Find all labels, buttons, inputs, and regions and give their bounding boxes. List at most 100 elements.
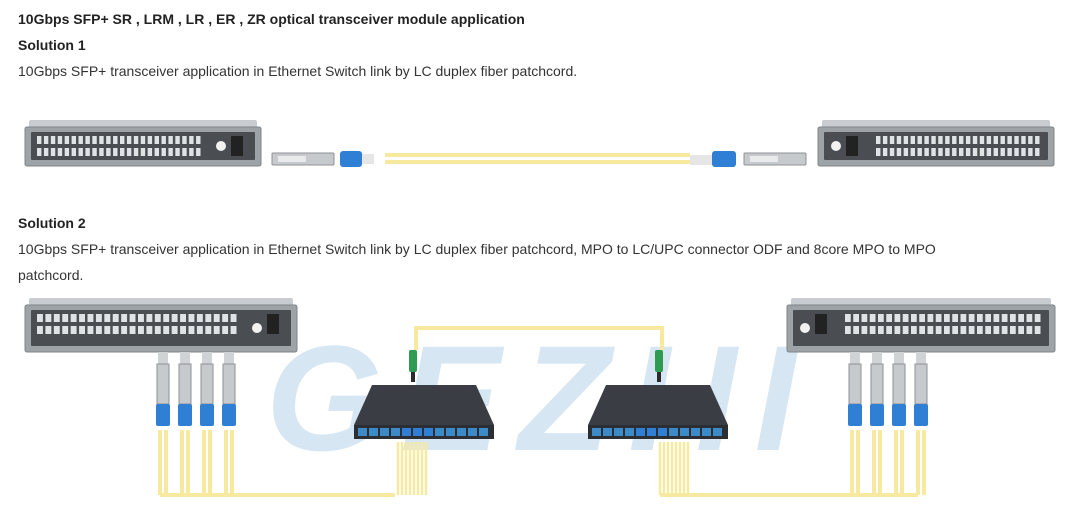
lc-duplex-connector-icon bbox=[892, 404, 906, 426]
switch-port bbox=[79, 326, 85, 334]
sfp-module-icon bbox=[870, 363, 884, 405]
switch-port bbox=[146, 314, 153, 322]
switch-port bbox=[106, 148, 111, 156]
switch-port bbox=[79, 314, 85, 322]
sfp-latch bbox=[158, 352, 168, 364]
switch-port bbox=[196, 148, 201, 156]
watermark: GEZHI bbox=[266, 314, 814, 482]
switch-port bbox=[853, 314, 859, 322]
switch-port bbox=[882, 136, 888, 144]
lc-adapter bbox=[713, 428, 722, 436]
switch-port bbox=[979, 136, 985, 144]
mpo-connector bbox=[655, 350, 663, 372]
switch-port bbox=[911, 314, 917, 322]
switch-port bbox=[70, 314, 77, 322]
page-heading: 10Gbps SFP+ SR , LRM , LR , ER , ZR opti… bbox=[18, 11, 525, 27]
switch-port bbox=[85, 148, 90, 156]
sfp-module-icon bbox=[848, 363, 862, 405]
switch-port bbox=[121, 314, 128, 322]
switch-port bbox=[95, 314, 102, 322]
switch-port bbox=[230, 326, 237, 334]
switch-port bbox=[45, 314, 52, 322]
lc-duplex-connector-icon bbox=[222, 404, 236, 426]
switch-port bbox=[62, 326, 69, 334]
switch-port bbox=[126, 136, 132, 144]
sfp-module-icon bbox=[914, 363, 928, 405]
sfp-latch bbox=[180, 352, 190, 364]
switch-port bbox=[959, 148, 964, 156]
solution2-description-line2: patchcord. bbox=[18, 267, 84, 283]
switch-port bbox=[213, 326, 220, 334]
switch-port bbox=[113, 148, 118, 156]
switch-port bbox=[171, 326, 178, 334]
switch-port bbox=[985, 314, 991, 322]
switch-port bbox=[869, 326, 876, 334]
sfp-latch bbox=[894, 352, 904, 364]
lc-adapter bbox=[669, 428, 678, 436]
switch-logo bbox=[252, 323, 262, 333]
switch-port bbox=[120, 136, 125, 144]
switch-port bbox=[972, 136, 978, 144]
switch-port bbox=[1028, 148, 1033, 156]
switch-port bbox=[161, 136, 166, 144]
switch-port bbox=[1014, 148, 1019, 156]
switch-top-panel bbox=[29, 298, 293, 306]
switch-port bbox=[129, 326, 136, 334]
switch-port bbox=[944, 314, 950, 322]
switch-port bbox=[959, 136, 964, 144]
switch-port bbox=[87, 326, 94, 334]
switch-port bbox=[112, 326, 119, 334]
lc-adapter bbox=[380, 428, 389, 436]
switch-port bbox=[87, 314, 94, 322]
switch-port bbox=[902, 326, 909, 334]
sfp-module-icon bbox=[200, 363, 214, 405]
switch-port bbox=[845, 326, 851, 334]
switch-uplink-port bbox=[267, 314, 279, 334]
switch-logo bbox=[800, 323, 810, 333]
switch-port bbox=[37, 148, 42, 156]
switch-port bbox=[911, 326, 917, 334]
switch-port bbox=[196, 314, 203, 322]
solution1-diagram bbox=[24, 120, 1055, 167]
lc-boot bbox=[690, 155, 712, 165]
switch-port bbox=[965, 148, 971, 156]
switch-port bbox=[977, 314, 983, 322]
switch-top-panel bbox=[822, 120, 1050, 128]
switch-port bbox=[106, 136, 111, 144]
switch-port bbox=[180, 326, 186, 334]
switch-port bbox=[85, 136, 90, 144]
switch-port bbox=[126, 148, 132, 156]
switch-port bbox=[53, 314, 60, 322]
switch-port bbox=[952, 136, 957, 144]
switch-port bbox=[71, 148, 76, 156]
switch-port bbox=[886, 314, 892, 322]
switch-port bbox=[182, 148, 187, 156]
lc-adapter bbox=[435, 428, 444, 436]
switch-port bbox=[1010, 314, 1016, 322]
lc-adapter bbox=[479, 428, 488, 436]
switch-port bbox=[924, 148, 929, 156]
lc-adapter bbox=[358, 428, 367, 436]
switch-port bbox=[931, 136, 936, 144]
sfp-latch bbox=[224, 352, 234, 364]
switch-port bbox=[50, 148, 56, 156]
switch-uplink-port bbox=[815, 314, 827, 334]
lc-adapter bbox=[658, 428, 667, 436]
switch-port bbox=[977, 326, 983, 334]
lc-adapter bbox=[391, 428, 400, 436]
odf-top bbox=[354, 385, 494, 425]
switch-port bbox=[1007, 148, 1012, 156]
switch-port bbox=[37, 136, 42, 144]
lc-adapter bbox=[457, 428, 466, 436]
switch-port bbox=[168, 148, 173, 156]
switch-port bbox=[121, 326, 128, 334]
switch-port bbox=[935, 314, 942, 322]
odf-top bbox=[588, 385, 728, 425]
switch-port bbox=[129, 314, 136, 322]
switch-port bbox=[196, 136, 201, 144]
sfp-label bbox=[278, 156, 306, 162]
sfp-module-icon bbox=[222, 363, 236, 405]
switch-port bbox=[903, 148, 909, 156]
switch-port bbox=[952, 326, 958, 334]
lc-boot bbox=[362, 154, 374, 164]
